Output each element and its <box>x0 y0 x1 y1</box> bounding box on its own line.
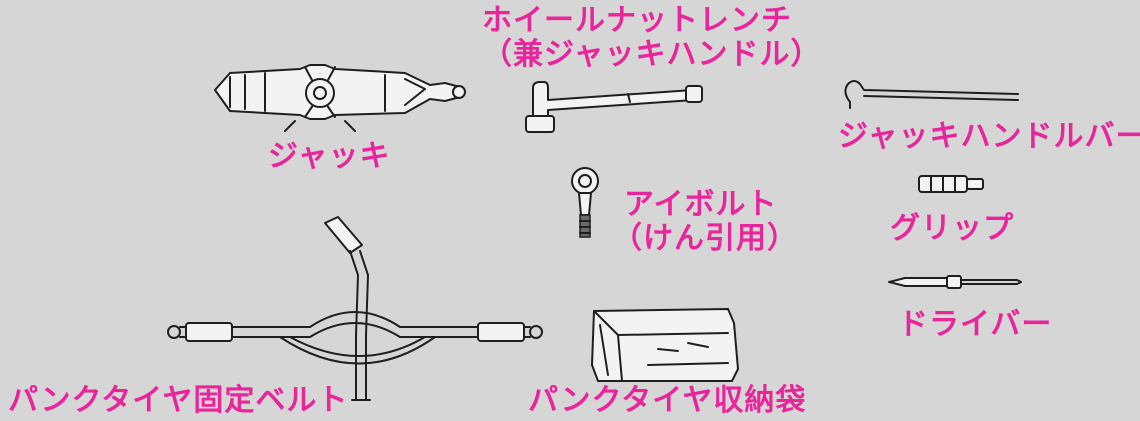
screwdriver-label: ドライバー <box>898 307 1053 342</box>
handle-bar-label: ジャッキハンドルバー <box>838 119 1140 154</box>
jack-label: ジャッキ <box>268 139 391 174</box>
storage-bag-icon <box>591 308 739 382</box>
scissor-jack-icon <box>214 64 466 132</box>
bag-label: パンクタイヤ収納袋 <box>528 383 807 418</box>
jack-handle-bar-icon <box>844 80 1019 109</box>
eye-bolt-icon <box>571 167 599 238</box>
grip-label: グリップ <box>890 211 1014 246</box>
wrench-label-line2: （兼ジャッキハンドル） <box>482 37 822 72</box>
lug-wrench-icon <box>525 81 703 133</box>
screwdriver-icon <box>888 275 1022 289</box>
belt-label: パンクタイヤ固定ベルト <box>8 383 349 418</box>
eyebolt-label-line1: アイボルト <box>624 187 778 222</box>
tire-belt-icon <box>167 216 543 401</box>
eyebolt-label-line2: （けん引用） <box>612 221 798 256</box>
wrench-label-line1: ホイールナットレンチ <box>482 3 792 38</box>
grip-icon <box>918 175 984 193</box>
